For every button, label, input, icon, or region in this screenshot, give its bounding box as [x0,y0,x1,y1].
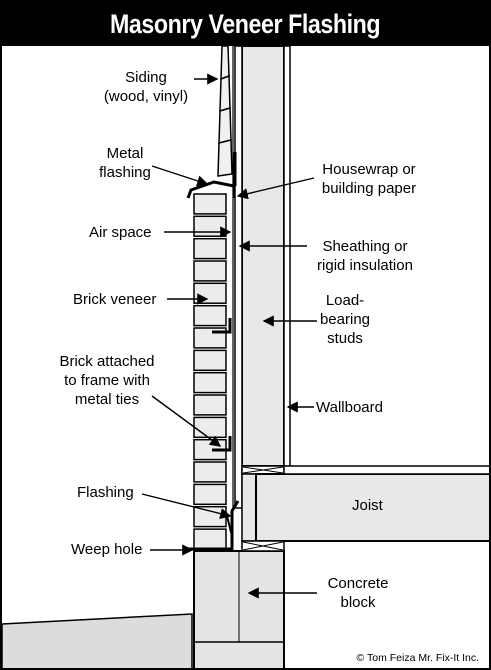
base-flashing [194,500,240,551]
brick [193,505,227,528]
sheathing [234,46,243,509]
wall-section-drawing [2,46,489,668]
brick [193,215,227,237]
label-metal-flashing: Metal flashing [99,145,151,181]
leader-lines [141,73,317,599]
brick [193,483,227,506]
brick [193,282,227,304]
brick [193,461,227,483]
siding [217,46,233,177]
brick [193,304,227,327]
label-air-space: Air space [89,224,152,241]
brick [193,371,227,394]
brick-veneer [193,193,227,550]
label-flashing: Flashing [77,484,134,501]
label-sheathing: Sheathing or rigid insulation [317,238,413,274]
label-wallboard: Wallboard [316,399,383,416]
brick [193,416,227,439]
top-metal-flashing [186,180,236,199]
brick [193,260,227,282]
label-housewrap: Housewrap or building paper [321,161,417,197]
stud-wall [241,46,285,467]
label-joist: Joist [352,497,383,514]
metal-tie-lower [212,436,232,452]
metal-tie-upper [212,318,232,334]
label-siding: Siding (wood, vinyl) [103,69,189,105]
ground-grade [2,613,193,668]
subfloor [283,465,489,475]
floor-joist [255,473,489,542]
label-brick-veneer: Brick veneer [73,291,157,308]
label-concrete-block: Concrete block [327,575,389,611]
title-bar: Masonry Veneer Flashing [2,2,489,46]
copyright-notice: © Tom Feiza Mr. Fix-It Inc. [356,652,479,664]
rim-joist [241,473,257,542]
brick [193,394,227,416]
brick [193,528,227,550]
brick [193,349,227,372]
brick [193,237,227,260]
label-weep-hole: Weep hole [71,541,143,558]
brick [193,193,227,215]
label-studs: Load- bearing studs [319,292,371,347]
wallboard [283,46,291,467]
label-brick-ties: Brick attached to frame with metal ties [59,353,155,408]
page-title: Masonry Veneer Flashing [110,8,381,39]
